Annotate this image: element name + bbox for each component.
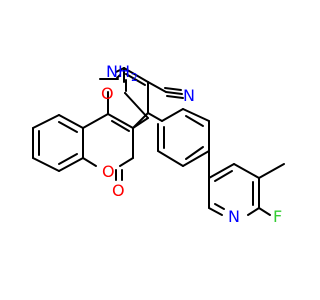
bond	[157, 150, 184, 167]
bond	[233, 163, 260, 179]
bond	[258, 207, 271, 216]
bond	[208, 207, 223, 216]
background	[0, 0, 300, 300]
bond	[182, 108, 210, 122]
bond	[116, 74, 121, 79]
oxygen-label-pyran: O	[101, 84, 114, 103]
bond	[124, 92, 149, 119]
bond	[58, 121, 78, 133]
fluorine-label: F	[273, 207, 282, 226]
bond	[147, 112, 163, 122]
bond	[82, 157, 97, 167]
bond	[182, 150, 210, 167]
nh2-label: NH	[106, 62, 130, 81]
oxygen-label-carbonyl: O	[112, 181, 125, 200]
bond	[119, 157, 134, 167]
bond	[165, 91, 183, 95]
oxygen-label-lactone: O	[102, 162, 115, 181]
bond	[258, 163, 285, 179]
bond	[58, 157, 84, 172]
pyridine-ring	[208, 163, 285, 216]
substituents	[123, 67, 184, 99]
bond	[147, 81, 167, 93]
bond	[185, 146, 204, 160]
bond	[125, 73, 146, 86]
bond	[115, 67, 125, 73]
atom-labels: NH 2 O O O N N F	[101, 62, 282, 226]
bond	[161, 108, 184, 122]
bond	[132, 112, 149, 129]
bond	[208, 163, 235, 179]
bond	[164, 87, 182, 91]
bond	[214, 170, 233, 182]
nitrogen-label-pyridine: N	[228, 207, 240, 226]
bond	[32, 157, 60, 172]
nitrogen-label-nitrile: N	[183, 86, 195, 105]
bond	[247, 207, 260, 216]
pyran-ring	[107, 67, 149, 129]
phenyl-ring	[147, 108, 210, 167]
bond	[166, 95, 184, 99]
bond	[185, 115, 204, 127]
molecule-structure: NH 2 O O O N N F	[0, 0, 300, 300]
bond	[214, 203, 225, 210]
bond	[58, 153, 78, 165]
bond	[82, 113, 109, 129]
bond	[111, 120, 130, 132]
bond	[58, 114, 84, 129]
bond	[107, 113, 134, 129]
bond	[32, 114, 60, 129]
bond	[123, 67, 149, 83]
nh2-subscript: 2	[131, 71, 138, 84]
